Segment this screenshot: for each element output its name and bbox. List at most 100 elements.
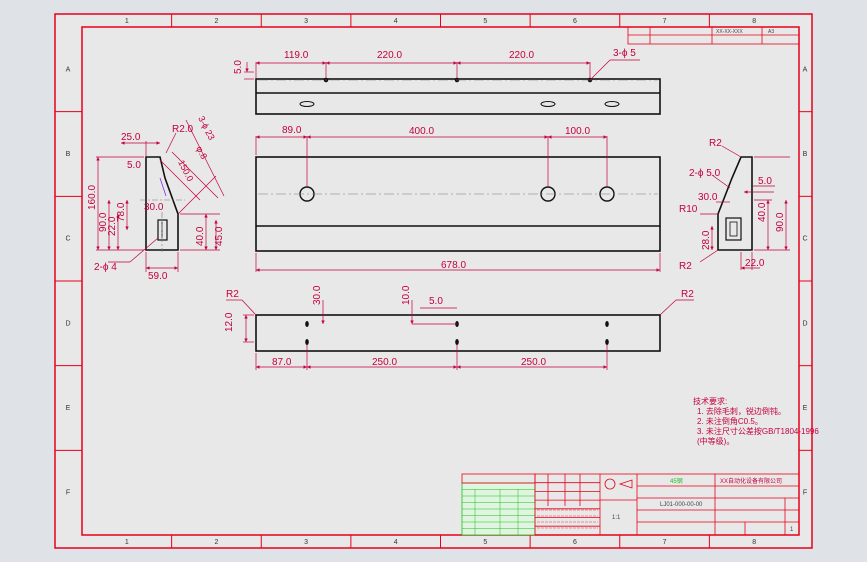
dim-left-160: 160.0 xyxy=(87,185,98,210)
revision-table-green xyxy=(461,482,536,536)
zone-label: A xyxy=(803,66,808,73)
left-view-purple-hatch xyxy=(159,177,167,197)
zone-label: 7 xyxy=(663,539,667,546)
tb-material: 45钢 xyxy=(670,477,683,485)
dim-bottom-10: 10.0 xyxy=(401,285,412,305)
dim-top-220b: 220.0 xyxy=(509,50,534,61)
notes-line-3: 3. 未注尺寸公差按GB/T1804-1996 xyxy=(697,426,819,436)
dim-left-r2: R2.0 xyxy=(172,124,194,135)
dim-front-89: 89.0 xyxy=(282,125,302,136)
technical-notes: 技术要求: 1. 去除毛刺，锐边倒钝。 2. 未注倒角C0.5。 3. 未注尺寸… xyxy=(693,396,819,446)
zone-label: F xyxy=(66,490,70,497)
dim-left-5: 5.0 xyxy=(127,160,141,171)
dim-right-28: 28.0 xyxy=(701,230,712,250)
zone-label: B xyxy=(803,151,808,158)
dim-right-r2b: R2 xyxy=(679,261,692,272)
dim-left-30: 30.0 xyxy=(144,202,164,213)
zone-label: 5 xyxy=(483,18,487,25)
zone-label: 7 xyxy=(663,18,667,25)
dim-right-r10: R10 xyxy=(679,204,698,215)
front-view-dim-text: 89.0 400.0 100.0 678.0 xyxy=(282,125,590,271)
paper-sheet xyxy=(54,13,813,549)
notes-line-1: 1. 去除毛刺，锐边倒钝。 xyxy=(697,406,786,416)
front-view-dims xyxy=(255,135,661,272)
zone-label: D xyxy=(802,320,807,327)
notes-line-4: (中等级)。 xyxy=(697,436,734,446)
dim-bottom-250a: 250.0 xyxy=(372,357,397,368)
dim-left-25: 25.0 xyxy=(121,132,141,143)
dim-right-90: 90.0 xyxy=(775,212,786,232)
dim-left-59: 59.0 xyxy=(148,271,168,282)
zone-label: 5 xyxy=(483,539,487,546)
dim-right-5: 5.0 xyxy=(758,176,772,187)
dim-bottom-r2b: R2 xyxy=(681,289,694,300)
dim-bottom-5: 5.0 xyxy=(429,296,443,307)
dim-right-40: 40.0 xyxy=(757,202,768,222)
tb-scale: 1:1 xyxy=(612,515,621,521)
title-block-logo xyxy=(604,478,633,490)
top-view-dims xyxy=(244,59,640,81)
dim-right-r2: R2 xyxy=(709,138,722,149)
zone-label: C xyxy=(65,236,70,243)
zone-label: 8 xyxy=(752,18,756,25)
zone-label: 1 xyxy=(125,539,129,546)
dim-top-holes: 3-ϕ 5 xyxy=(613,48,636,59)
zone-label: 2 xyxy=(214,18,218,25)
dim-front-100: 100.0 xyxy=(565,126,590,137)
dim-left-22: 22.0 xyxy=(107,216,118,236)
left-view-centers xyxy=(140,199,185,252)
dim-bottom-30: 30.0 xyxy=(312,285,323,305)
dim-top-119: 119.0 xyxy=(284,50,309,61)
zone-label: 3 xyxy=(304,18,308,25)
dim-right-22: 22.0 xyxy=(745,258,765,269)
zone-label: A xyxy=(66,66,71,73)
dim-left-45: 45.0 xyxy=(214,226,225,246)
right-view-dim-text: R2 2-ϕ 5.0 5.0 30.0 R10 40.0 90.0 28.0 R… xyxy=(679,138,786,272)
bottom-view-holes xyxy=(305,321,609,345)
zone-label: F xyxy=(803,490,807,497)
dim-front-400: 400.0 xyxy=(409,126,434,137)
tb-company: XX自动化设备有限公司 xyxy=(720,477,782,485)
left-view-dims xyxy=(96,119,225,272)
zone-label: 4 xyxy=(394,539,398,546)
top-right-size: A3 xyxy=(768,29,774,35)
top-right-code: XX-XX-XXX xyxy=(716,29,743,35)
dim-top-220a: 220.0 xyxy=(377,50,402,61)
dim-left-40: 40.0 xyxy=(195,226,206,246)
top-right-table-text: XX-XX-XXX A3 xyxy=(716,29,774,35)
dim-bottom-12: 12.0 xyxy=(224,312,235,332)
right-view-dims xyxy=(699,145,790,270)
title-block-text: XX自动化设备有限公司 45钢 LJ01-000-00-00 1:1 1 xyxy=(612,477,794,533)
dim-left-90: 90.0 xyxy=(98,212,109,232)
zone-label: E xyxy=(66,405,71,412)
dim-right-holes: 2-ϕ 5.0 xyxy=(689,168,721,179)
title-block-hatch xyxy=(537,509,598,529)
tb-drawing-no: LJ01-000-00-00 xyxy=(660,502,703,508)
zone-label: D xyxy=(65,320,70,327)
dim-left-holes: 2-ϕ 4 xyxy=(94,262,117,273)
dim-right-30: 30.0 xyxy=(698,192,718,203)
title-block xyxy=(461,473,800,536)
zone-label: C xyxy=(802,236,807,243)
tb-sheet: 1 xyxy=(790,527,794,533)
bottom-view-dims xyxy=(226,299,694,370)
dim-top-5: 5.0 xyxy=(233,60,244,74)
zone-label: 2 xyxy=(214,539,218,546)
zone-label: 3 xyxy=(304,539,308,546)
zone-label: E xyxy=(803,405,808,412)
zone-ticks xyxy=(55,14,812,548)
zone-label: 6 xyxy=(573,18,577,25)
notes-title: 技术要求: xyxy=(693,396,727,406)
bottom-view xyxy=(255,314,661,352)
top-right-table xyxy=(627,26,800,45)
bottom-view-dim-text: R2 R2 30.0 10.0 5.0 12.0 87.0 250.0 250.… xyxy=(224,285,694,368)
zone-label: B xyxy=(66,151,71,158)
dim-bottom-r2a: R2 xyxy=(226,289,239,300)
top-view-dim-text: 119.0 220.0 220.0 3-ϕ 5 5.0 xyxy=(233,48,636,74)
notes-line-2: 2. 未注倒角C0.5。 xyxy=(697,416,763,426)
dim-bottom-87: 87.0 xyxy=(272,357,292,368)
zone-label: 4 xyxy=(394,18,398,25)
dim-front-678: 678.0 xyxy=(441,260,466,271)
